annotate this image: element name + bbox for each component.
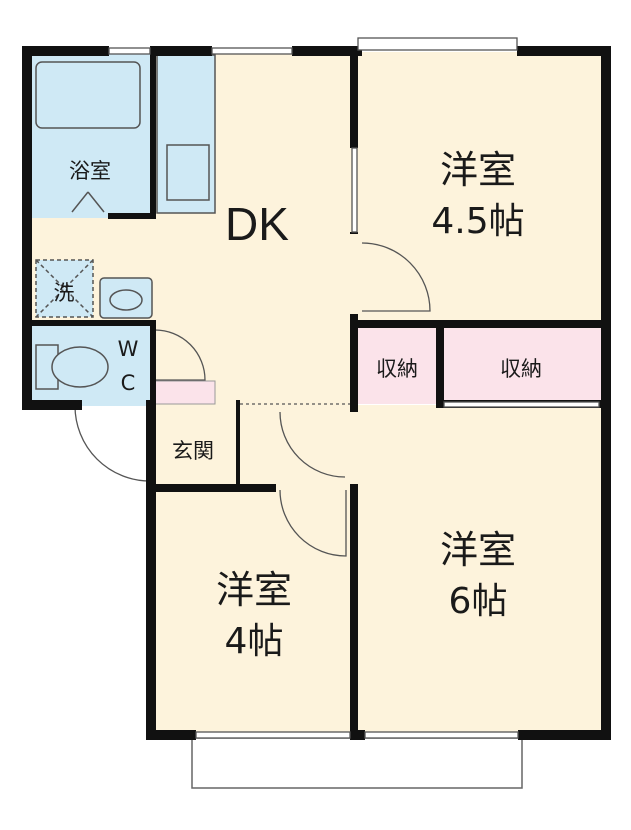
washbasin-bowl <box>109 289 143 311</box>
windows <box>108 37 600 739</box>
storage-large-floor <box>442 326 602 404</box>
entrance-floor <box>152 405 354 488</box>
storage-small-floor <box>356 326 438 404</box>
door-swing-front <box>74 405 151 482</box>
dk-label: DK <box>225 198 289 250</box>
entry-step <box>154 380 216 405</box>
floor-fills <box>28 52 604 735</box>
bath-door-1 <box>71 191 89 213</box>
door-swing-western-c <box>279 411 346 478</box>
western-room-b-label-line2: 4帖 <box>225 621 284 662</box>
western-room-b-floor <box>152 488 354 735</box>
kitchen-sink <box>166 144 210 201</box>
door-swings <box>74 242 431 557</box>
western-room-a-label-line1: 洋室 <box>440 148 516 192</box>
western-room-b-label-line1: 洋室 <box>216 568 292 612</box>
western-room-a-label-line2: 4.5帖 <box>431 201 524 242</box>
walls <box>22 46 611 740</box>
wc-label-w: W <box>118 337 139 361</box>
balcony <box>191 737 523 789</box>
wc-label-c: C <box>121 371 136 395</box>
storage-small-label: 収納 <box>376 357 418 381</box>
storage-large-label: 収納 <box>500 357 542 381</box>
bath-label: 浴室 <box>69 159 111 183</box>
bath-door-2 <box>87 191 105 213</box>
washbasin <box>99 277 153 319</box>
laundry-label: 洗 <box>54 281 75 305</box>
entrance-label: 玄関 <box>172 439 214 463</box>
door-swing-wc <box>154 329 206 381</box>
washing-machine <box>35 259 94 318</box>
toilet-bowl <box>51 346 109 388</box>
door-swing-western-b <box>279 489 347 557</box>
door-swing-western-a <box>361 242 431 312</box>
fixtures <box>35 54 216 390</box>
western-room-c-floor <box>354 405 604 735</box>
labels: 浴室 洗 W C DK 洋室 4.5帖 収納 収納 玄関 洋室 4帖 洋室 6帖 <box>54 148 543 662</box>
western-room-c-label-line1: 洋室 <box>440 528 516 572</box>
western-room-a-floor <box>354 52 604 324</box>
bathtub <box>35 61 141 129</box>
western-room-c-label-line2: 6帖 <box>449 581 508 622</box>
